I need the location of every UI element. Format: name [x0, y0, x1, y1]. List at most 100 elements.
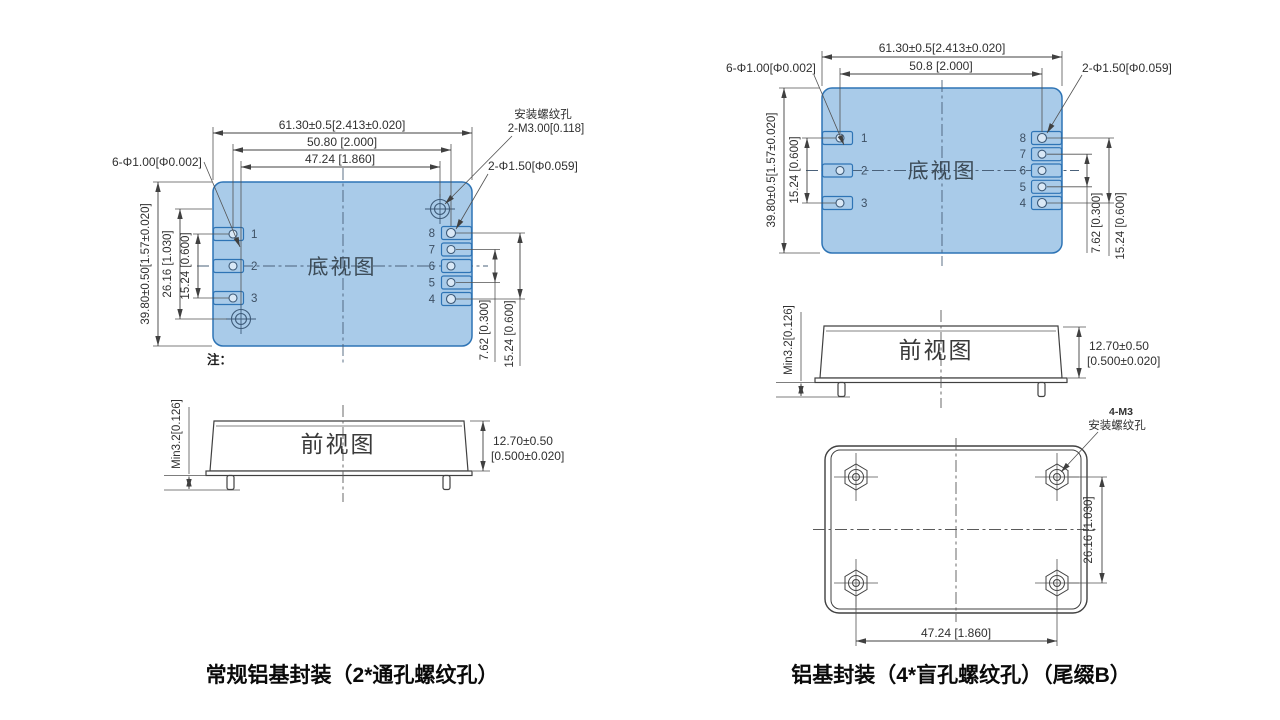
- pin-number: 3: [251, 293, 257, 305]
- pin-number: 2: [251, 261, 257, 273]
- callout-pin-dia: 6-Φ1.00[Φ0.002]: [726, 61, 845, 146]
- right-pins-group: 8 7 6 5 4: [1020, 130, 1063, 211]
- dim-standoff: Min3.2[0.126]: [164, 399, 240, 491]
- pin-number: 8: [429, 228, 435, 240]
- label-text: 安装螺纹孔: [1088, 418, 1146, 432]
- pin-number: 1: [861, 133, 867, 145]
- pin-4-pad: [1036, 197, 1048, 209]
- dim-height-overall: 39.80±0.50[1.57±0.020]: [140, 181, 212, 347]
- right-front-view: 前视图 Min3.2[0.126] 12.70±0.50 [0.500±0.02…: [776, 305, 1160, 408]
- dim-left-pin-span: 15.24 [0.600]: [180, 232, 229, 300]
- bottom-view-label: 底视图: [308, 256, 377, 279]
- dim-text: Min3.2[0.126]: [783, 305, 795, 375]
- label-text: 2-M3.00[0.118]: [508, 123, 585, 135]
- dim-text: 50.8 [2.000]: [909, 59, 972, 73]
- front-view-label: 前视图: [301, 431, 376, 457]
- dim-text: 15.24 [0.600]: [504, 300, 516, 367]
- dim-width-pins: 50.80 [2.000]: [232, 135, 452, 228]
- pin-7-pad: [446, 244, 456, 255]
- pin-5-pad: [446, 277, 456, 288]
- left-bottom-view: 1 2 3 8 7 6 5 4: [112, 107, 584, 368]
- dim-right-pin-span: 15.24 [0.600]: [456, 232, 525, 368]
- callout-pilot-dia: 2-Φ1.50[Φ0.059]: [1046, 61, 1172, 134]
- dim-text: 12.70±0.50: [493, 434, 553, 448]
- dim-text: 61.30±0.5[2.413±0.020]: [879, 41, 1006, 55]
- mount-hole-bottom-left: [226, 304, 256, 334]
- left-caption: 常规铝基封装（2*通孔螺纹孔）: [206, 663, 499, 687]
- dim-width-overall: 61.30±0.5[2.413±0.020]: [212, 118, 473, 180]
- label-text: 2-Φ1.50[Φ0.059]: [1082, 61, 1172, 75]
- dim-hole-span-v: 26.16 [1.030]: [1069, 476, 1107, 584]
- pin-number: 6: [429, 261, 435, 273]
- front-pin: [837, 381, 846, 398]
- note-label: 注：: [207, 352, 232, 367]
- pin-number: 5: [1020, 182, 1026, 194]
- dim-text: [0.500±0.020]: [491, 449, 564, 463]
- pin-number: 6: [1020, 166, 1026, 178]
- pin-8-pad: [445, 227, 457, 239]
- pin-3-pad: [228, 293, 238, 303]
- right-base-view: 4-M3 安装螺纹孔 26.16 [1.030] 47.24 [1.860]: [813, 406, 1146, 646]
- front-pin: [226, 474, 235, 491]
- pin-7-pad: [1037, 149, 1047, 159]
- baseplate: [205, 470, 473, 477]
- blind-hole-top-left: [834, 453, 878, 501]
- left-pins-group: 1 2 3: [821, 130, 867, 211]
- front-pin: [442, 474, 451, 491]
- dim-text: Min3.2[0.126]: [171, 399, 183, 469]
- dim-text: 12.70±0.50: [1089, 339, 1149, 353]
- dim-text: 26.16 [1.030]: [162, 230, 174, 297]
- left-package-drawing: 1 2 3 8 7 6 5 4: [112, 107, 584, 687]
- dim-height-overall: 39.80±0.5[1.57±0.020]: [766, 87, 820, 254]
- dim-text: 7.62 [0.300]: [479, 300, 491, 361]
- left-front-view: 前视图 Min3.2[0.126] 12.70±0.50 [0.500±0.02…: [164, 399, 564, 502]
- pin-8-pad: [1036, 132, 1048, 144]
- pin-5-pad: [1037, 182, 1047, 192]
- dim-right-pin-pitch: 7.62 [0.300]: [456, 249, 500, 362]
- right-package-drawing: 1 2 3 8 7 6 5 4: [726, 41, 1172, 687]
- label-text: 2-Φ1.50[Φ0.059]: [488, 159, 578, 173]
- pin-3-pad: [835, 198, 845, 208]
- pin-number: 1: [251, 229, 257, 241]
- label-text: 6-Φ1.00[Φ0.002]: [726, 61, 816, 75]
- pin-2-pad: [228, 261, 238, 271]
- callout-pin-dia: 6-Φ1.00[Φ0.002]: [112, 155, 241, 248]
- label-text: 安装螺纹孔: [514, 107, 572, 121]
- pin-6-pad: [446, 261, 456, 271]
- right-bottom-view: 1 2 3 8 7 6 5 4: [726, 41, 1172, 266]
- dim-width-pins: 50.8 [2.000]: [839, 59, 1043, 133]
- dim-text: [0.500±0.020]: [1087, 354, 1160, 368]
- callout-pilot-dia: 2-Φ1.50[Φ0.059]: [455, 159, 578, 230]
- dim-module-height: 12.70±0.50 [0.500±0.020]: [1063, 326, 1160, 379]
- dim-width-holes: 47.24 [1.860]: [240, 152, 441, 305]
- dim-text: 15.24 [0.600]: [1115, 192, 1127, 259]
- dim-hole-offset: 26.16 [1.030]: [162, 208, 227, 320]
- dim-text: 26.16 [1.030]: [1083, 496, 1095, 563]
- dim-right-pin-span: 15.24 [0.600]: [1047, 137, 1127, 260]
- pin-number: 4: [1020, 198, 1027, 210]
- dim-text: 47.24 [1.860]: [921, 626, 991, 640]
- dim-text: 7.62 [0.300]: [1091, 193, 1103, 254]
- front-view-label: 前视图: [899, 337, 974, 363]
- left-pins-group: 1 2 3: [212, 226, 257, 306]
- pin-number: 7: [1020, 149, 1026, 161]
- callout-mount-hole: 安装螺纹孔 2-M3.00[0.118]: [444, 107, 585, 205]
- right-caption: 铝基封装（4*盲孔螺纹孔）（尾缀B）: [791, 663, 1131, 687]
- mount-hole-top-right: [425, 194, 455, 224]
- blind-hole-top-right: [1035, 453, 1079, 501]
- dim-text: 61.30±0.5[2.413±0.020]: [279, 118, 406, 132]
- dim-text: 39.80±0.50[1.57±0.020]: [140, 203, 152, 324]
- front-pin: [1037, 381, 1046, 398]
- pin-number: 5: [429, 278, 435, 290]
- dim-hole-span-h: 47.24 [1.860]: [855, 597, 1058, 646]
- pin-6-pad: [1037, 165, 1047, 176]
- pin-2-pad: [835, 165, 845, 176]
- bottom-view-label: 底视图: [908, 160, 977, 183]
- pin-number: 4: [429, 294, 436, 306]
- dim-text: 39.80±0.5[1.57±0.020]: [766, 113, 778, 228]
- label-text: 4-M3: [1109, 406, 1133, 418]
- pin-number: 7: [429, 245, 435, 257]
- dim-text: 47.24 [1.860]: [305, 152, 375, 166]
- dim-left-pin-span: 15.24 [0.600]: [789, 136, 836, 204]
